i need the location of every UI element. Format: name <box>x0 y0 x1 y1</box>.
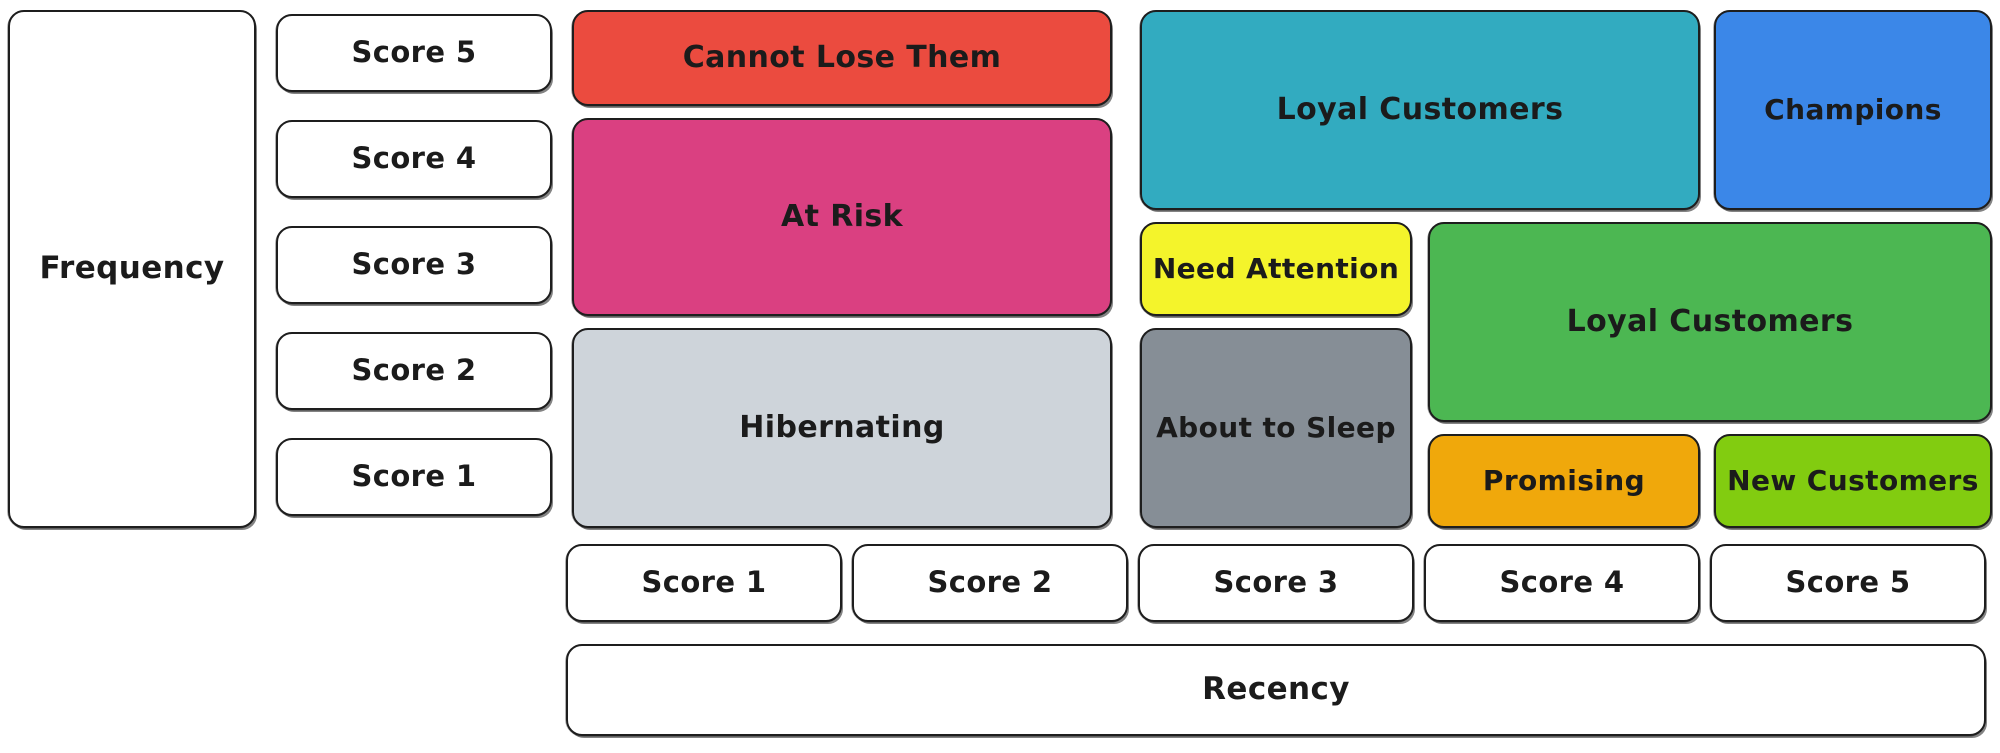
frequency-tick-score-5[interactable]: Score 5 <box>275 14 552 93</box>
recency-axis-label: Recency <box>565 644 1986 737</box>
segment-champions[interactable]: Champions <box>1713 10 1992 211</box>
recency-tick-label: Score 1 <box>641 565 767 600</box>
frequency-axis-label: Frequency <box>7 10 256 529</box>
segment-about-to-sleep[interactable]: About to Sleep <box>1139 328 1412 529</box>
segment-loyal-customers-green[interactable]: Loyal Customers <box>1427 222 1992 423</box>
recency-tick-label: Score 2 <box>927 565 1053 600</box>
frequency-tick-label: Score 4 <box>351 141 477 176</box>
segment-promising[interactable]: Promising <box>1427 434 1700 529</box>
recency-tick-score-4[interactable]: Score 4 <box>1423 544 1700 623</box>
frequency-tick-label: Score 2 <box>351 353 477 388</box>
segment-at-risk[interactable]: At Risk <box>571 118 1112 317</box>
segment-label: Cannot Lose Them <box>682 39 1002 75</box>
segment-label: Loyal Customers <box>1566 303 1854 339</box>
frequency-axis-text: Frequency <box>39 250 225 287</box>
recency-tick-score-1[interactable]: Score 1 <box>565 544 842 623</box>
frequency-tick-label: Score 5 <box>351 35 477 70</box>
segment-label: Need Attention <box>1152 251 1400 285</box>
segment-label: Promising <box>1482 463 1646 497</box>
frequency-tick-score-2[interactable]: Score 2 <box>275 332 552 411</box>
segment-cannot-lose-them[interactable]: Cannot Lose Them <box>571 10 1112 107</box>
recency-tick-score-2[interactable]: Score 2 <box>851 544 1128 623</box>
segment-label: Hibernating <box>739 409 945 445</box>
segment-label: At Risk <box>781 198 903 234</box>
segment-new-customers[interactable]: New Customers <box>1713 434 1992 529</box>
segment-label: Loyal Customers <box>1276 91 1564 127</box>
frequency-tick-score-4[interactable]: Score 4 <box>275 120 552 199</box>
segment-loyal-customers-teal[interactable]: Loyal Customers <box>1139 10 1700 211</box>
recency-tick-score-3[interactable]: Score 3 <box>1137 544 1414 623</box>
recency-tick-score-5[interactable]: Score 5 <box>1709 544 1986 623</box>
segment-label: New Customers <box>1727 463 1979 497</box>
segment-need-attention[interactable]: Need Attention <box>1139 222 1412 317</box>
recency-tick-label: Score 5 <box>1785 565 1911 600</box>
frequency-tick-label: Score 1 <box>351 459 477 494</box>
segment-label: About to Sleep <box>1156 410 1396 444</box>
segment-hibernating[interactable]: Hibernating <box>571 328 1112 529</box>
segment-label: Champions <box>1764 92 1942 126</box>
recency-axis-text: Recency <box>1202 671 1350 708</box>
recency-tick-label: Score 4 <box>1499 565 1625 600</box>
frequency-tick-score-3[interactable]: Score 3 <box>275 226 552 305</box>
frequency-tick-score-1[interactable]: Score 1 <box>275 438 552 517</box>
frequency-tick-label: Score 3 <box>351 247 477 282</box>
recency-tick-label: Score 3 <box>1213 565 1339 600</box>
